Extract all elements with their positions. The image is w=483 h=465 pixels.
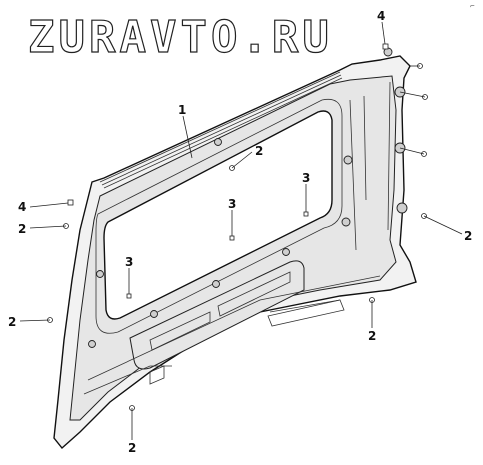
clip-hole-3 bbox=[396, 202, 408, 214]
clip-hole-9 bbox=[150, 310, 158, 318]
leader-4-top bbox=[381, 21, 386, 45]
callout-label: 2 bbox=[368, 329, 376, 343]
callout-label: 2 bbox=[128, 441, 136, 455]
clip-hole-6 bbox=[214, 138, 222, 146]
armrest-detail-2 bbox=[217, 271, 291, 317]
clip-hole-5 bbox=[341, 217, 351, 227]
leader-1 bbox=[182, 115, 193, 159]
leader-4-left bbox=[29, 202, 69, 208]
watermark-text: ZURAVTO.RU bbox=[28, 12, 333, 63]
leader-2-left-lower bbox=[19, 319, 51, 322]
leader-dash-2 bbox=[399, 147, 425, 155]
leader-2-left-upper bbox=[29, 225, 67, 229]
leader-2-right bbox=[423, 215, 463, 235]
trim-panel bbox=[53, 47, 417, 450]
clip-hole-8 bbox=[282, 248, 290, 256]
clip-hole-11 bbox=[88, 340, 96, 348]
leader-dash-1 bbox=[399, 91, 426, 98]
callout-label: 3 bbox=[125, 255, 133, 269]
window-frame-line bbox=[95, 98, 343, 334]
callout-label: 4 bbox=[18, 200, 26, 214]
callout-label: 2 bbox=[255, 144, 263, 158]
clip-hole-10 bbox=[212, 280, 220, 288]
callout-label: 3 bbox=[302, 171, 310, 185]
clip-hole-4 bbox=[343, 155, 353, 165]
callout-label: 3 bbox=[228, 197, 236, 211]
callout-label: 2 bbox=[464, 229, 472, 243]
right-pillar-edge bbox=[349, 81, 391, 251]
window-opening bbox=[103, 110, 333, 320]
fastener-screw bbox=[126, 293, 132, 299]
fasteners bbox=[47, 43, 428, 411]
callout-label: 1 bbox=[178, 103, 186, 117]
callout-labels: 1 2 2 2 2 2 2 3 3 3 4 4 bbox=[8, 9, 472, 455]
leader-lines bbox=[19, 21, 463, 440]
callout-label: 2 bbox=[8, 315, 16, 329]
fastener-screw bbox=[303, 211, 309, 217]
armrest-detail-1 bbox=[149, 311, 211, 351]
callout-label: 4 bbox=[377, 9, 385, 23]
top-seal-strip bbox=[99, 71, 343, 189]
fastener-clip bbox=[67, 199, 74, 206]
armrest-recess bbox=[129, 260, 305, 370]
corner-mark: ⌐ bbox=[470, 3, 475, 10]
clip-hole-7 bbox=[96, 270, 104, 278]
bottom-lip bbox=[149, 299, 345, 385]
leader-2-top bbox=[231, 151, 253, 169]
fastener-clip bbox=[382, 43, 389, 50]
callout-label: 2 bbox=[18, 222, 26, 236]
lower-pocket-edge bbox=[83, 275, 381, 395]
fastener-screw bbox=[229, 235, 235, 241]
